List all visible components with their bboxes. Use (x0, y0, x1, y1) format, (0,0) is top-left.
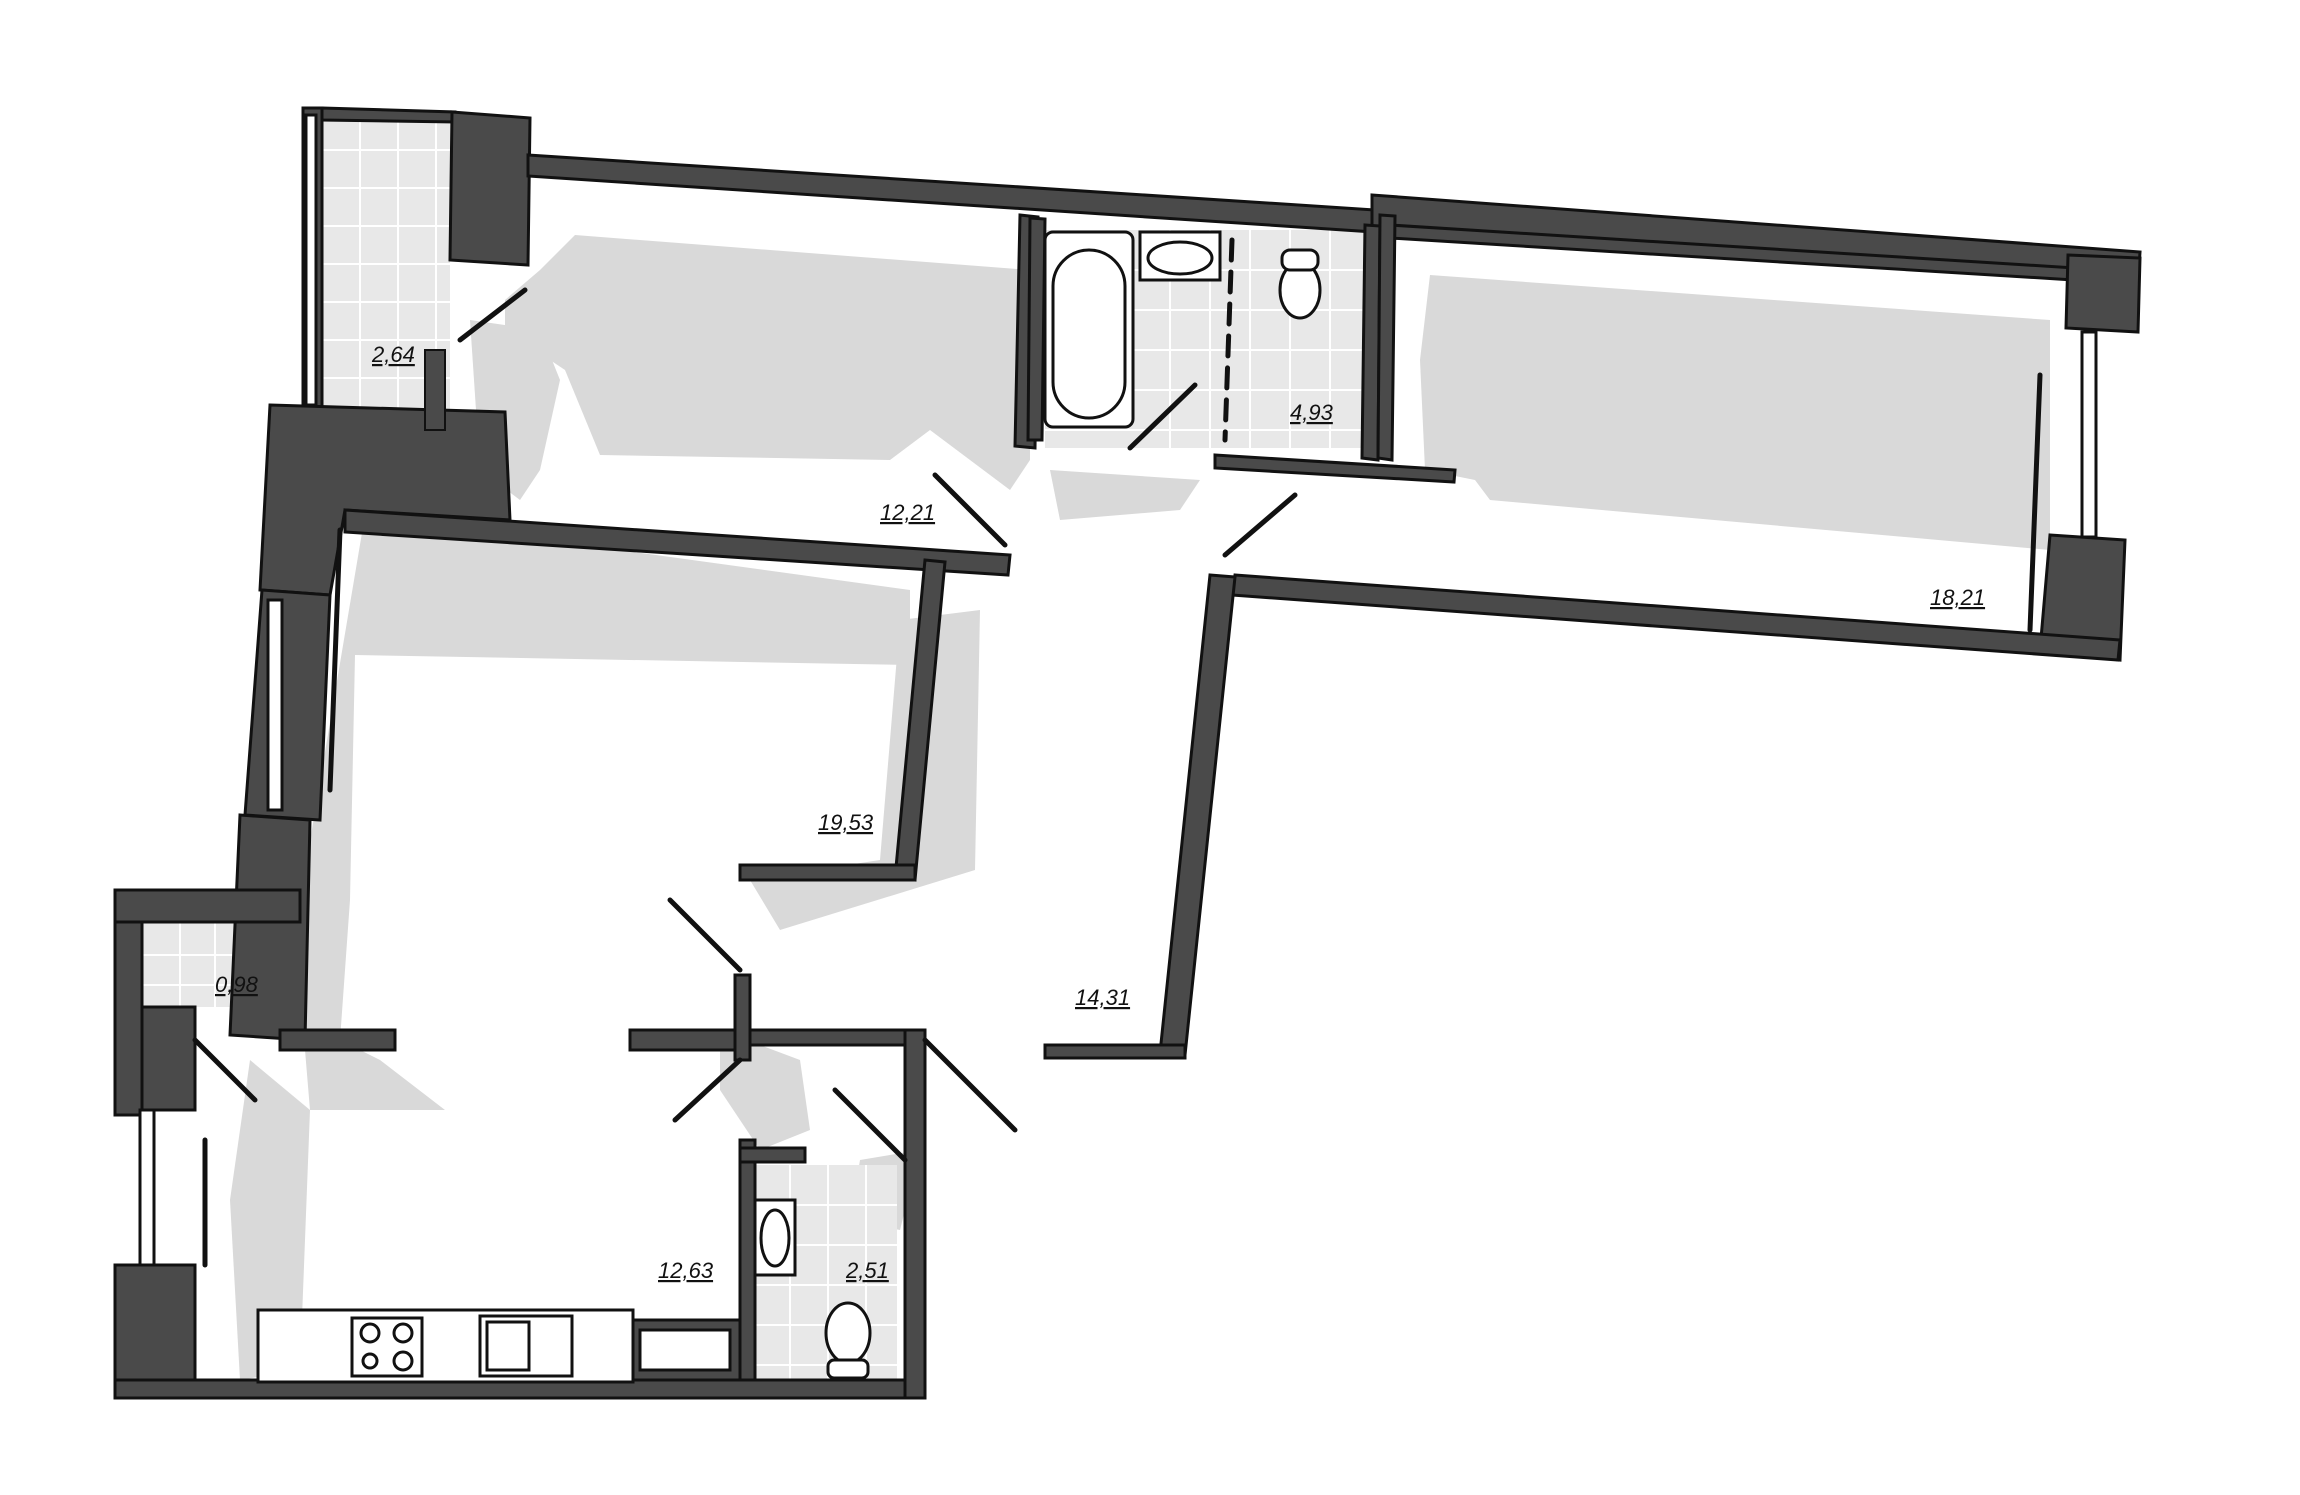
area-label-balcony: 0,98 (215, 972, 259, 997)
area-label-bathroom: 4,93 (1290, 400, 1334, 425)
area-label-bedroom-right: 18,21 (1930, 585, 1985, 610)
wc-sink (759, 1208, 791, 1268)
wall-balcony-bottom (140, 1005, 197, 1112)
wall-living-left-top (243, 588, 332, 822)
wall-kitchen-left (113, 1263, 197, 1397)
wall-living-bottom-right (628, 1028, 747, 1052)
door-bathroom (1127, 382, 1198, 451)
stove-burner-1 (359, 1322, 381, 1344)
wall-hall-bottom-stub (1043, 1043, 1187, 1060)
wall-loggia-top (320, 106, 457, 124)
window-bedroom-right (2080, 330, 2098, 539)
door-bedroom-right (1222, 492, 1298, 558)
wall-bath-left (1026, 216, 1047, 442)
area-label-hallway: 14,31 (1075, 985, 1130, 1010)
door-wc (832, 1087, 908, 1163)
windows (138, 113, 2098, 1268)
bathroom-toilet-tank (1280, 248, 1320, 272)
window-living-sash (327, 527, 343, 793)
window-living (266, 598, 284, 812)
wall-wc-left (738, 1138, 757, 1382)
wall-wc-top (738, 1146, 807, 1164)
wc-toilet-tank (826, 1358, 870, 1380)
kitchen-shaft-box (638, 1328, 732, 1372)
stove-burner-4 (392, 1350, 414, 1372)
wall-top-bedroom (526, 153, 1377, 234)
window-loggia (304, 113, 318, 407)
window-bedroom-sash (2027, 372, 2043, 633)
wall-bath-bottom (1213, 453, 1457, 484)
wall-living-left-bottom (228, 813, 312, 1042)
wall-column-top (448, 110, 532, 267)
bathroom-divider (1222, 237, 1235, 443)
door-loggia (457, 287, 528, 343)
wall-living-bottom-left (278, 1028, 397, 1052)
wall-bottom-right (1230, 573, 2122, 662)
area-label-loggia: 2,64 (371, 342, 415, 367)
stove-burner-2 (392, 1322, 414, 1344)
wall-bath-right-outer (1376, 213, 1397, 462)
kitchen-counter (256, 1308, 635, 1384)
wall-loggia-stub (424, 349, 446, 431)
area-label-kitchen: 12,63 (658, 1258, 714, 1283)
wall-hall-right (1158, 573, 1237, 1057)
bathtub-inner (1051, 248, 1127, 420)
fixtures (256, 230, 1322, 1384)
door-bedroom-top (932, 472, 1008, 548)
wall-balcony-left (113, 888, 144, 1117)
wall-kitchen-right (903, 1028, 927, 1400)
door-living-kitchen (672, 1057, 743, 1123)
wc-toilet-bowl (824, 1301, 872, 1365)
wall-bath-right (1360, 223, 1382, 462)
kitchen-sink-basin (485, 1320, 531, 1372)
area-label-living-room: 19,53 (818, 810, 874, 835)
doors (192, 287, 1298, 1163)
wall-kitchen-top-right (748, 1028, 907, 1047)
stove-burner-3 (361, 1352, 379, 1370)
area-label-wc: 2,51 (845, 1258, 889, 1283)
door-balcony (192, 1037, 258, 1103)
wall-balcony-top (113, 888, 302, 924)
window-kitchen (138, 1108, 156, 1267)
wall-right-column-bottom (2038, 533, 2127, 662)
wall-right-column-top (2064, 253, 2142, 334)
bathroom-sink (1146, 240, 1214, 276)
area-label-bedroom-top: 12,21 (880, 500, 935, 525)
wall-bedroom-living (343, 508, 1012, 577)
wall-kitchen-hall (733, 973, 752, 1062)
wall-living-hall-stub (738, 863, 917, 882)
door-living (667, 897, 743, 973)
area-labels: 2,64 12,21 4,93 18,21 19,53 14,31 0,98 1… (215, 342, 1985, 1283)
door-hall-entry (922, 1037, 1018, 1133)
